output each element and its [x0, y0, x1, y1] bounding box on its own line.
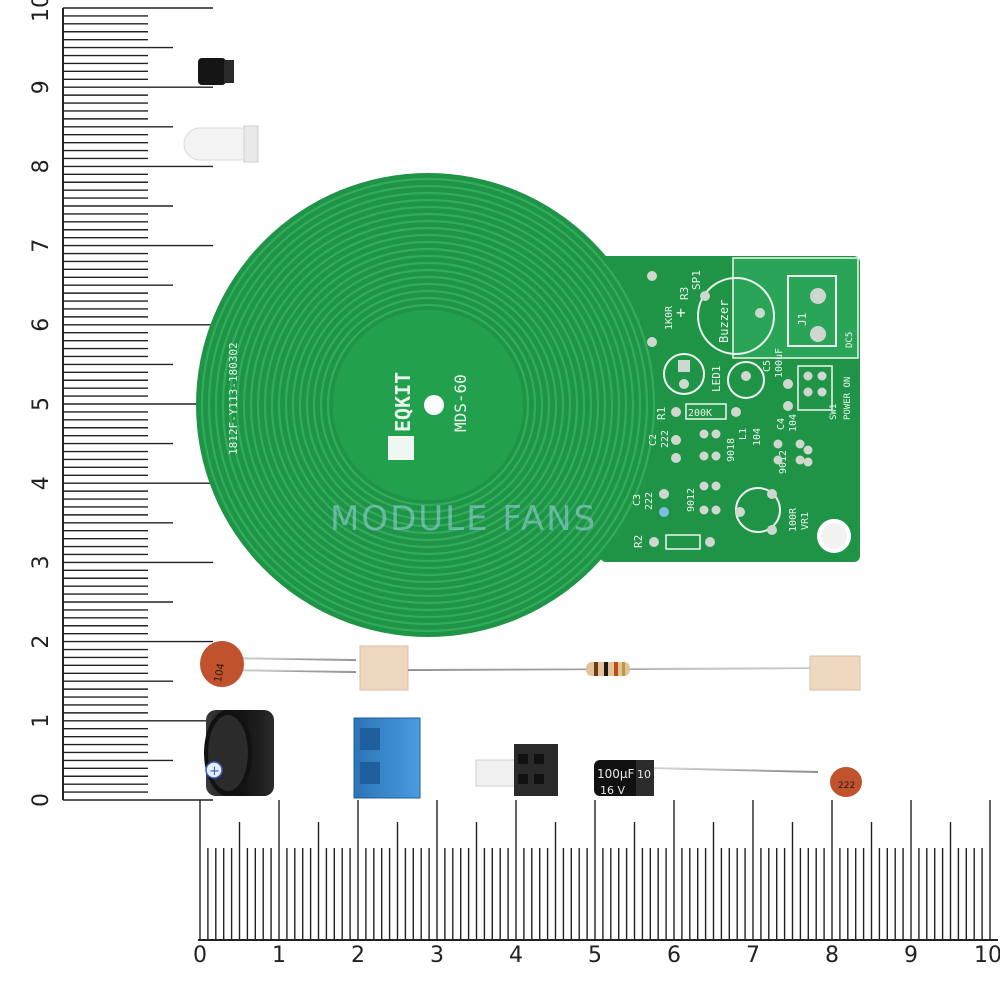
ruler-label: 9	[29, 80, 54, 94]
svg-text:1K0R: 1K0R	[664, 305, 675, 330]
horizontal-ruler: 0 1 2 3 4 5 6 7 8 9 10	[193, 800, 1000, 968]
ruler-label: 5	[29, 397, 54, 411]
vertical-ruler: 0 1 2 3 4 5 6 7 8 9 10	[29, 0, 213, 807]
ruler-label: 3	[29, 555, 54, 569]
coil-trace	[263, 240, 593, 570]
svg-text:R2: R2	[632, 535, 645, 548]
ruler-label: 4	[509, 943, 523, 968]
ruler-label: 3	[430, 943, 444, 968]
ruler-label: 7	[29, 239, 54, 253]
ruler-label: 2	[351, 943, 365, 968]
svg-text:100R: 100R	[788, 507, 799, 532]
ruler-label: 7	[746, 943, 760, 968]
svg-text:POWER ON: POWER ON	[843, 377, 853, 420]
svg-text:C3: C3	[632, 494, 643, 506]
svg-text:SW1: SW1	[829, 404, 839, 420]
coil-trace	[319, 296, 537, 514]
svg-text:LED1: LED1	[710, 366, 723, 393]
coil-trace	[284, 261, 572, 549]
ruler-label: 2	[29, 635, 54, 649]
svg-text:100μF: 100μF	[597, 767, 635, 781]
coil-trace	[207, 184, 649, 626]
svg-text:10: 10	[637, 768, 651, 781]
ceramic-capacitor-222: 222	[830, 767, 982, 797]
push-switch	[475, 744, 586, 796]
coil-trace	[291, 268, 565, 542]
svg-text:104: 104	[752, 428, 763, 446]
coil-trace	[256, 233, 600, 577]
svg-text:L1: L1	[738, 428, 749, 440]
ruler-label: 8	[825, 943, 839, 968]
buzzer-footprint	[697, 277, 775, 355]
transistor	[198, 58, 316, 85]
coil-trace	[242, 219, 614, 591]
ruler-label: 6	[29, 318, 54, 332]
svg-text:222: 222	[644, 492, 655, 510]
ruler-label: 10	[974, 943, 1000, 968]
coil-trace	[249, 226, 607, 584]
board-code: 1812F-Y113-180302	[227, 342, 240, 455]
svg-text:16 V: 16 V	[600, 784, 625, 797]
watermark: MODULE FANS	[330, 499, 597, 539]
buzzer-label: Buzzer	[717, 300, 731, 343]
coil-trace	[270, 247, 586, 563]
coil-trace	[298, 275, 558, 535]
svg-text:+: +	[676, 303, 686, 322]
ruler-label: 9	[904, 943, 918, 968]
terminal-block	[353, 717, 444, 799]
ruler-label: 1	[29, 714, 54, 728]
coil-trace	[312, 289, 544, 521]
svg-text:R3: R3	[678, 287, 691, 300]
svg-text:9012: 9012	[778, 450, 789, 474]
svg-text:104: 104	[213, 662, 227, 683]
svg-text:DC5: DC5	[845, 332, 855, 348]
svg-text:EQKIT: EQKIT	[391, 372, 415, 432]
ruler-label: 0	[193, 943, 207, 968]
metal-detector-pcb: EQKIT MDS-60 1812F-Y113-180302 Buzzer SP…	[196, 173, 860, 637]
ceramic-capacitor-104: 104	[200, 641, 357, 687]
ruler-label: 1	[272, 943, 286, 968]
ruler-label: 0	[29, 793, 54, 807]
coil-trace	[235, 212, 621, 598]
ruler-label: 6	[667, 943, 681, 968]
led	[183, 125, 378, 163]
coil-trace	[326, 303, 530, 507]
svg-text:J1: J1	[796, 313, 809, 326]
svg-text:C5: C5	[762, 360, 773, 372]
svg-text:VR1: VR1	[800, 512, 811, 530]
svg-text:100uF: 100uF	[774, 348, 785, 378]
svg-text:200K: 200K	[688, 408, 712, 419]
ruler-label: 10	[29, 0, 54, 22]
svg-text:9018: 9018	[726, 438, 737, 462]
coil-trace	[214, 191, 642, 619]
resistor-tape	[359, 645, 861, 691]
electrolytic-capacitor: 100μF 16 V 10	[594, 760, 819, 797]
ruler-label: 5	[588, 943, 602, 968]
board-brand-logo: EQKIT	[388, 372, 415, 460]
coil-trace	[277, 254, 579, 556]
svg-text:222: 222	[838, 781, 855, 791]
ruler-label: 4	[29, 476, 54, 490]
coil-trace	[221, 198, 635, 612]
coil-trace	[305, 282, 551, 528]
svg-text:222: 222	[660, 430, 671, 448]
svg-text:C4: C4	[776, 418, 787, 430]
buzzer: +	[204, 710, 318, 796]
ruler-label: 8	[29, 159, 54, 173]
svg-text:SP1: SP1	[690, 270, 703, 290]
board-model: MDS-60	[451, 374, 470, 432]
coil-trace	[228, 205, 628, 605]
svg-text:+: +	[209, 764, 220, 779]
svg-text:C2: C2	[648, 434, 659, 446]
svg-text:9012: 9012	[686, 488, 697, 512]
svg-text:104: 104	[788, 414, 799, 432]
svg-text:R1: R1	[655, 407, 668, 420]
coil-trace	[200, 177, 656, 633]
